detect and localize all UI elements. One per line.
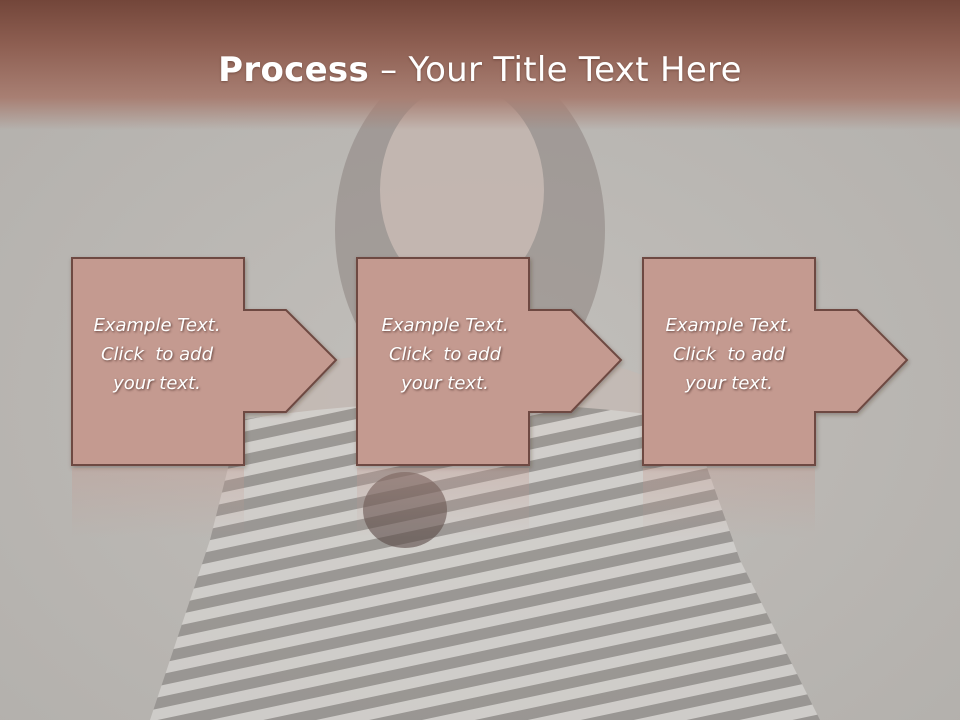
step-2-line-3: your text. [401, 373, 489, 394]
step-2-line-2: Click to add [388, 344, 501, 365]
step-reflection-2 [357, 468, 529, 538]
step-text-3[interactable]: Example Text. Click to add your text. [644, 311, 814, 398]
title-rest: – Your Title Text Here [369, 50, 742, 90]
step-shape-2[interactable] [356, 257, 623, 466]
step-3-line-2: Click to add [672, 344, 785, 365]
step-reflection-1 [72, 468, 244, 538]
slide-title[interactable]: Process – Your Title Text Here [0, 50, 960, 90]
step-reflection-3 [643, 468, 815, 538]
step-3-line-3: your text. [685, 373, 773, 394]
step-1-line-3: your text. [113, 373, 201, 394]
step-text-2[interactable]: Example Text. Click to add your text. [360, 311, 530, 398]
step-text-1[interactable]: Example Text. Click to add your text. [72, 311, 242, 398]
header-band [0, 0, 960, 130]
step-3-line-1: Example Text. [665, 315, 793, 336]
step-shape-3[interactable] [642, 257, 909, 466]
step-1-line-2: Click to add [100, 344, 213, 365]
step-1-line-1: Example Text. [93, 315, 221, 336]
title-bold: Process [218, 50, 370, 90]
step-2-line-1: Example Text. [381, 315, 509, 336]
step-shape-1[interactable] [71, 257, 338, 466]
